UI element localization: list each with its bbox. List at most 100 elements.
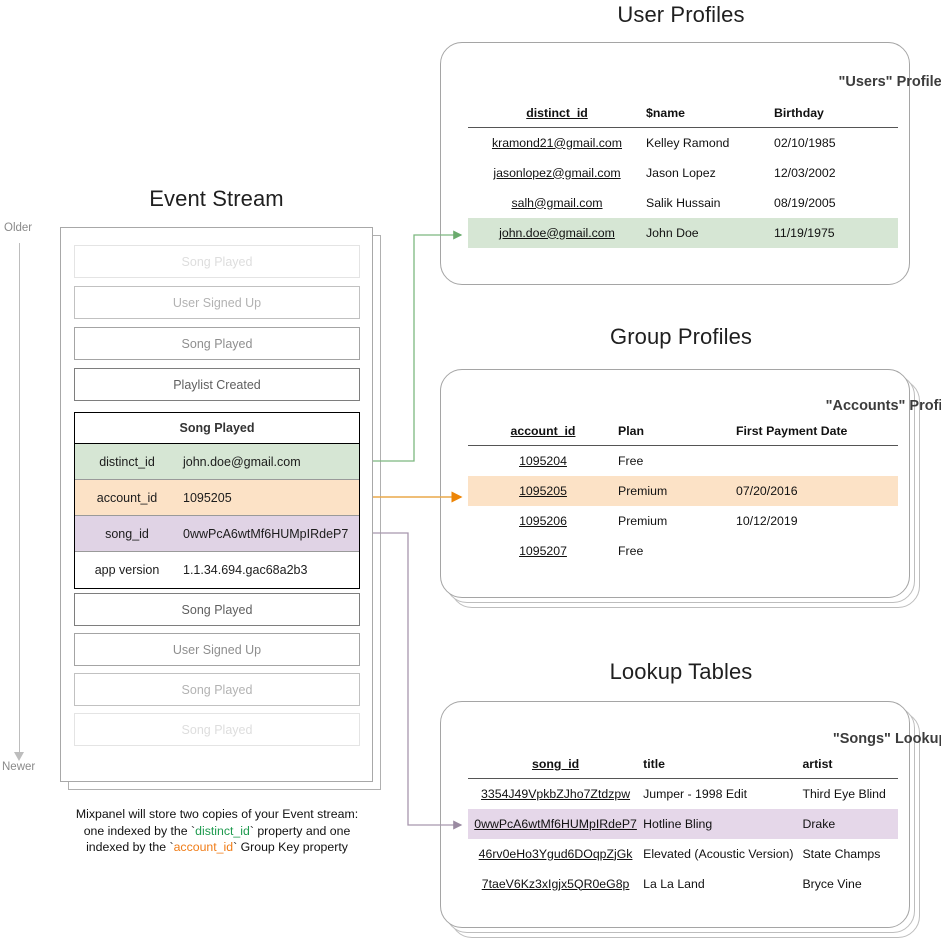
timeline-label-older: Older [4, 222, 33, 234]
event-property-row: account_id 1095205 [75, 480, 359, 516]
event-property-row: distinct_id john.doe@gmail.com [75, 444, 359, 480]
table-cell: La La Land [643, 876, 705, 891]
table-row[interactable]: salh@gmail.com Salik Hussain 08/19/2005 [468, 188, 898, 218]
table-cell: kramond21@gmail.com [491, 135, 623, 150]
table-cell: Drake [802, 808, 898, 839]
selected-event-name: Song Played [75, 413, 359, 444]
table-cell: 08/19/2005 [774, 195, 836, 210]
table-cell: Jason Lopez [646, 165, 716, 180]
event-property-row: app version 1.1.34.694.gac68a2b3 [75, 552, 359, 588]
table-cell: Elevated (Acoustic Version) [643, 846, 794, 861]
event-property-key: song_id [105, 526, 149, 541]
event-item-label: Song Played [181, 254, 253, 269]
selected-event-card[interactable]: Song Played distinct_id john.doe@gmail.com… [74, 412, 360, 589]
column-header: title [643, 757, 803, 779]
event-property-value: 1095205 [183, 490, 232, 505]
caption-line-2-post: ` property and one [249, 823, 351, 838]
table-cell: Premium [618, 475, 736, 506]
users-table-title: "Users" Profile Table [838, 74, 941, 90]
event-property-value: john.doe@gmail.com [183, 454, 301, 469]
event-item[interactable]: Playlist Created [74, 368, 360, 401]
timeline-label-newer: Newer [2, 761, 36, 773]
event-property-value: 1.1.34.694.gac68a2b3 [183, 563, 308, 577]
event-item[interactable]: Song Played [74, 593, 360, 626]
event-property-value: 0wwPcA6wtMf6HUMpIRdeP7 [183, 526, 349, 541]
event-property-row: song_id 0wwPcA6wtMf6HUMpIRdeP7 [75, 516, 359, 552]
table-cell: 3354J49VpkbZJho7Ztdzpw [481, 786, 631, 801]
event-item-label: Song Played [181, 336, 253, 351]
table-cell: 46rv0eHo3Ygud6DOqpZjGk [478, 846, 633, 861]
table-cell: Premium [618, 513, 668, 528]
table-cell: Jumper - 1998 Edit [643, 786, 748, 801]
caption-line-2-pre: one indexed by the ` [83, 823, 196, 838]
event-property-key: account_id [96, 490, 158, 505]
event-property-key: distinct_id [99, 454, 155, 469]
table-cell: 0wwPcA6wtMf6HUMpIRdeP7 [468, 808, 644, 839]
timeline-axis [19, 243, 20, 757]
column-header: Birthday [774, 106, 898, 128]
event-property-key: app version [94, 563, 160, 577]
event-item[interactable]: Song Played [74, 673, 360, 706]
table-cell: 1095205 [468, 475, 618, 506]
event-item[interactable]: Song Played [74, 713, 360, 746]
accounts-table-title: "Accounts" Profile Table [825, 398, 941, 414]
event-item-label: User Signed Up [172, 295, 262, 310]
event-item-label: Song Played [181, 682, 253, 697]
event-item[interactable]: Song Played [74, 245, 360, 278]
event-item-label: User Signed Up [172, 642, 262, 657]
column-header: Plan [618, 424, 736, 446]
column-header: distinct_id [468, 106, 646, 128]
caption-line-3-post: ` Group Key property [233, 840, 348, 854]
section-title-lookup-tables: Lookup Tables [609, 659, 753, 684]
event-item-label: Song Played [181, 602, 253, 617]
table-cell: 12/03/2002 [774, 165, 836, 180]
table-cell: salh@gmail.com [511, 195, 603, 210]
event-stream-caption: Mixpanel will store two copies of your E… [24, 806, 410, 856]
table-cell: Free [618, 543, 644, 558]
event-item[interactable]: Song Played [74, 327, 360, 360]
caption-line-1: Mixpanel will store two copies of your E… [75, 807, 359, 821]
timeline-arrow-icon [14, 752, 24, 761]
connector-distinct-id [373, 230, 463, 462]
table-cell: State Champs [802, 846, 881, 861]
table-cell: 11/19/1975 [774, 217, 898, 248]
table-cell: 1095207 [519, 543, 567, 558]
table-row[interactable]: 1095207 Free [468, 536, 898, 566]
table-cell: jasonlopez@gmail.com [493, 165, 621, 180]
songs-table-title: "Songs" Lookup Table [832, 731, 941, 747]
event-item-label: Playlist Created [173, 377, 261, 392]
table-cell: 10/12/2019 [736, 513, 798, 528]
column-header: song_id [468, 757, 644, 779]
column-header: account_id [468, 424, 618, 446]
table-cell: Kelley Ramond [646, 135, 730, 150]
column-header: artist [802, 757, 898, 779]
section-title-user-profiles: User Profiles [617, 2, 745, 27]
caption-distinct-id-key: distinct_id [195, 823, 250, 838]
event-item[interactable]: User Signed Up [74, 633, 360, 666]
table-cell: Salik Hussain [646, 195, 721, 210]
table-cell: Hotline Bling [643, 808, 803, 839]
table-cell: Free [618, 453, 644, 468]
table-row[interactable]: 3354J49VpkbZJho7Ztdzpw Jumper - 1998 Edit… [468, 779, 898, 809]
caption-line-3-pre: indexed by the ` [86, 840, 174, 854]
event-item[interactable]: User Signed Up [74, 286, 360, 319]
table-row[interactable]: 46rv0eHo3Ygud6DOqpZjGk Elevated (Acoustic… [468, 839, 898, 869]
column-header: $name [646, 106, 774, 128]
table-row[interactable]: jasonlopez@gmail.com Jason Lopez 12/03/200… [468, 158, 898, 188]
table-cell: john.doe@gmail.com [468, 217, 646, 248]
table-cell: Third Eye Blind [802, 786, 886, 801]
table-cell: Bryce Vine [802, 876, 862, 891]
event-item-label: Song Played [181, 722, 253, 737]
